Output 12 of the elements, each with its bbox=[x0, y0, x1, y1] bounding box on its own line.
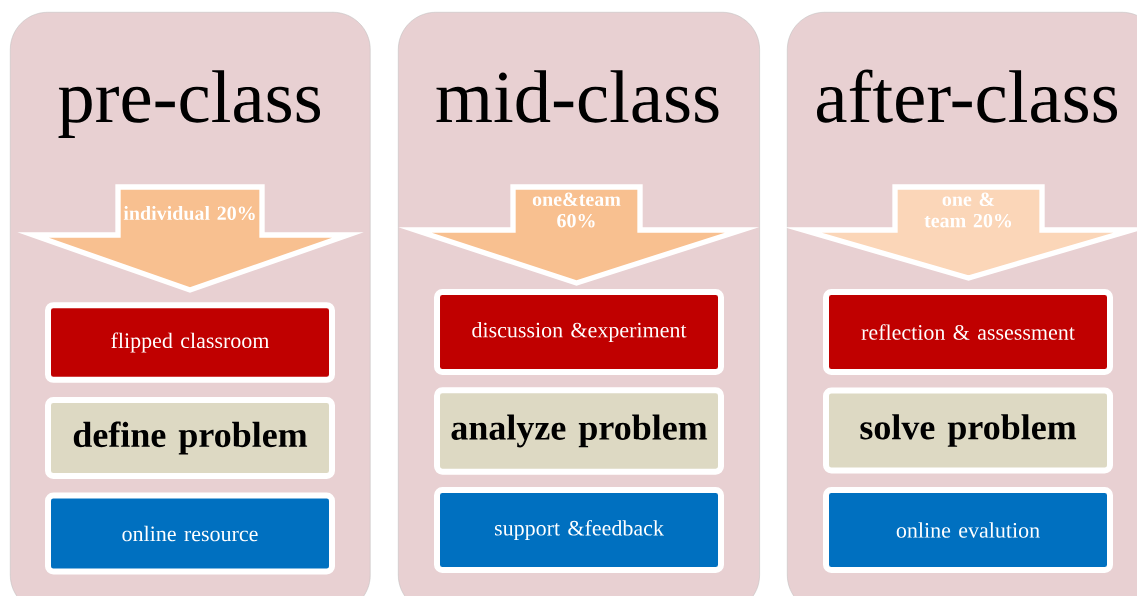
heading: pre-class bbox=[58, 70, 320, 138]
process-box: flipped classroom bbox=[45, 302, 335, 383]
process-box: analyze problem bbox=[434, 387, 724, 475]
process-box: reflection & assessment bbox=[823, 289, 1113, 375]
process-box: online evalution bbox=[823, 487, 1113, 573]
heading: after-class bbox=[817, 69, 1117, 123]
process-box: discussion &experiment bbox=[434, 289, 724, 375]
process-box: online resource bbox=[45, 492, 335, 575]
heading: mid-class bbox=[436, 70, 719, 123]
process-box: define problem bbox=[45, 397, 335, 479]
process-box: solve problem bbox=[823, 387, 1113, 474]
process-box: support &feedback bbox=[434, 487, 724, 573]
